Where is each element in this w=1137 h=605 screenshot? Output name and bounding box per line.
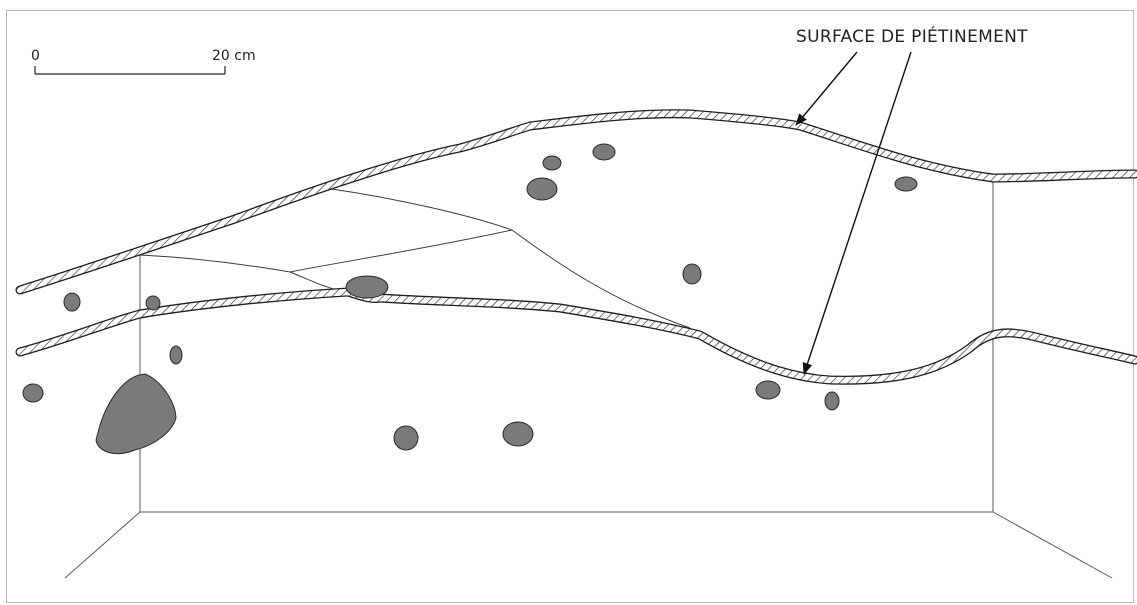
excavation-box [64, 180, 1113, 579]
stone [63, 292, 81, 312]
stone [22, 383, 44, 403]
stone [502, 421, 534, 447]
stone [526, 177, 558, 201]
stones [22, 143, 918, 455]
scale-end-label: 20 cm [212, 48, 256, 64]
arrow-to-lower-surface [802, 51, 912, 375]
scale-bar: 0 20 cm [31, 48, 256, 75]
figure-border [6, 10, 1134, 603]
stone [145, 295, 161, 311]
stone [542, 155, 562, 171]
annotation-label: SURFACE DE PIÉTINEMENT [796, 25, 1028, 47]
stone-large [95, 373, 177, 455]
upper-trampling-surface [15, 109, 1137, 295]
arrow-to-upper-surface [795, 51, 858, 126]
stone [169, 345, 183, 365]
scale-start-label: 0 [31, 48, 40, 64]
lower-trampling-surface [15, 287, 1137, 385]
stone [755, 380, 781, 400]
stone [824, 391, 840, 411]
internal-layer-lines [139, 187, 691, 329]
trampling-surface-annotation: SURFACE DE PIÉTINEMENT [795, 25, 1028, 375]
stone [592, 143, 616, 161]
stone [393, 425, 419, 451]
stone [345, 275, 389, 299]
stone [682, 263, 702, 285]
stone [894, 176, 918, 192]
